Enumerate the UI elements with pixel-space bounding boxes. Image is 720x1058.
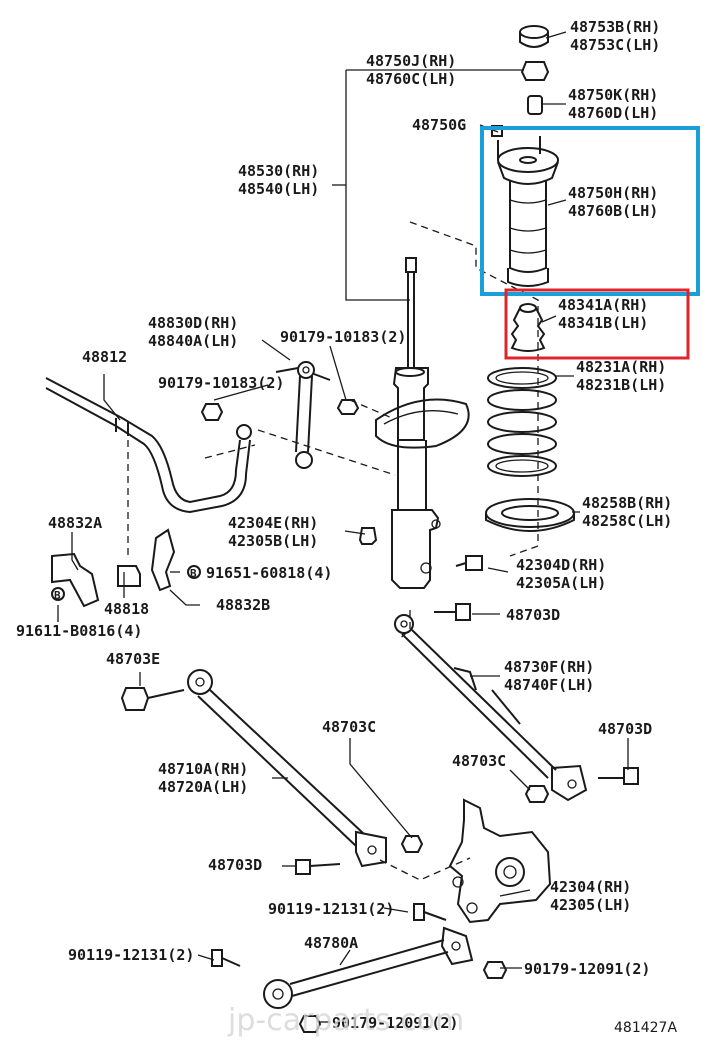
shock-absorber-part [375, 257, 470, 589]
upper-arm-rear-bolt-part [598, 767, 639, 785]
diagram-id: 481427A [614, 1020, 677, 1036]
label-48341: 48341A(RH)48341B(LH) [558, 296, 648, 332]
strut-cap-part [519, 25, 549, 48]
spring-insulator-part [485, 498, 575, 532]
lower-control-arm-part [187, 669, 387, 868]
label-48530: 48530(RH)48540(LH) [238, 162, 319, 198]
coil-spring-part [487, 367, 557, 477]
label-48703D-upper: 48703D [506, 606, 560, 624]
bump-stopper-part [510, 303, 546, 352]
stabilizer-link-part [275, 361, 331, 469]
stabilizer-bracket-b-part [150, 528, 176, 592]
stabilizer-bushing-part [117, 565, 141, 587]
label-90179-rod-rear: 90179-12091(2) [524, 960, 650, 978]
lower-arm-rear-bolt-part [295, 859, 341, 875]
label-42304: 42304(RH)42305(LH) [550, 878, 631, 914]
label-48231: 48231A(RH)48231B(LH) [576, 358, 666, 394]
label-48753: 48753B(RH)48753C(LH) [570, 18, 660, 54]
highlight-box-blue [480, 126, 700, 296]
strut-nut-part [520, 61, 550, 81]
highlight-box-red [504, 288, 690, 360]
label-48703E: 48703E [106, 650, 160, 668]
upper-arm-bolt-part [434, 603, 471, 621]
label-90119-upper: 90119-12131(2) [268, 900, 394, 918]
label-90179-upper: 90179-10183(2) [280, 328, 406, 346]
label-48710: 48710A(RH)48720A(LH) [158, 760, 248, 796]
mount-bushing-part [527, 95, 543, 115]
upper-control-arm-part [394, 614, 588, 802]
stabilizer-link-nut-upper-part [336, 399, 360, 415]
label-48703C-lower: 48703C [452, 752, 506, 770]
stabilizer-link-nut-lower-part [200, 403, 224, 421]
label-48818: 48818 [104, 600, 149, 618]
strut-mount-part [497, 136, 559, 287]
label-42304E: 42304E(RH)42305B(LH) [228, 514, 318, 550]
stabilizer-bracket-a-part [51, 552, 100, 608]
lower-arm-nut-part [400, 835, 424, 853]
carrier-bolt-lower-part [211, 949, 241, 967]
label-48750G: 48750G [412, 116, 466, 134]
svg-text:B: B [54, 589, 61, 602]
label-90179-lower: 90179-10183(2) [158, 374, 284, 392]
watermark: jp-carparts.com [227, 1003, 464, 1038]
label-90119-lower: 90119-12131(2) [68, 946, 194, 964]
label-48812: 48812 [82, 348, 127, 366]
label-48703C-upper: 48703C [322, 718, 376, 736]
label-48750H: 48750H(RH)48760B(LH) [568, 184, 658, 220]
label-48730: 48730F(RH)48740F(LH) [504, 658, 594, 694]
strut-bracket-bolt-part [358, 527, 378, 545]
part-labels: 48753B(RH)48753C(LH) 48750J(RH)48760C(LH… [16, 18, 672, 1032]
carrier-bolt-upper-part [413, 903, 447, 921]
label-48832A: 48832A [48, 514, 102, 532]
upper-arm-nut-part [524, 785, 550, 803]
label-48832B: 48832B [216, 596, 270, 614]
label-48703D-lower: 48703D [208, 856, 262, 874]
label-91651: 91651-60818(4) [206, 564, 332, 582]
bracket-bolt-b-symbol: B [187, 565, 201, 580]
strut-rod-nut-rear-part [482, 961, 508, 979]
label-48750K: 48750K(RH)48760D(LH) [568, 86, 658, 122]
label-90179-rod-front: 90179-12091(2) [332, 1014, 458, 1032]
strut-rod-part [263, 926, 474, 1009]
svg-text:B: B [190, 567, 197, 580]
bracket-bolt-b-symbol-lower: B [51, 587, 65, 602]
label-91611: 91611-B0816(4) [16, 622, 142, 640]
lower-arm-front-bolt-part [120, 687, 185, 711]
label-48780A: 48780A [304, 934, 358, 952]
stabilizer-bar-part [45, 377, 252, 514]
label-48258: 48258B(RH)48258C(LH) [582, 494, 672, 530]
rear-axle-carrier-part [448, 798, 552, 924]
label-48703D-right: 48703D [598, 720, 652, 738]
label-48830: 48830D(RH)48840A(LH) [148, 314, 238, 350]
label-48750J: 48750J(RH)48760C(LH) [366, 52, 456, 88]
strut-lower-bolt-part [455, 555, 483, 571]
strut-rod-nut-front-part [298, 1015, 322, 1033]
label-42304D: 42304D(RH)42305A(LH) [516, 556, 606, 592]
